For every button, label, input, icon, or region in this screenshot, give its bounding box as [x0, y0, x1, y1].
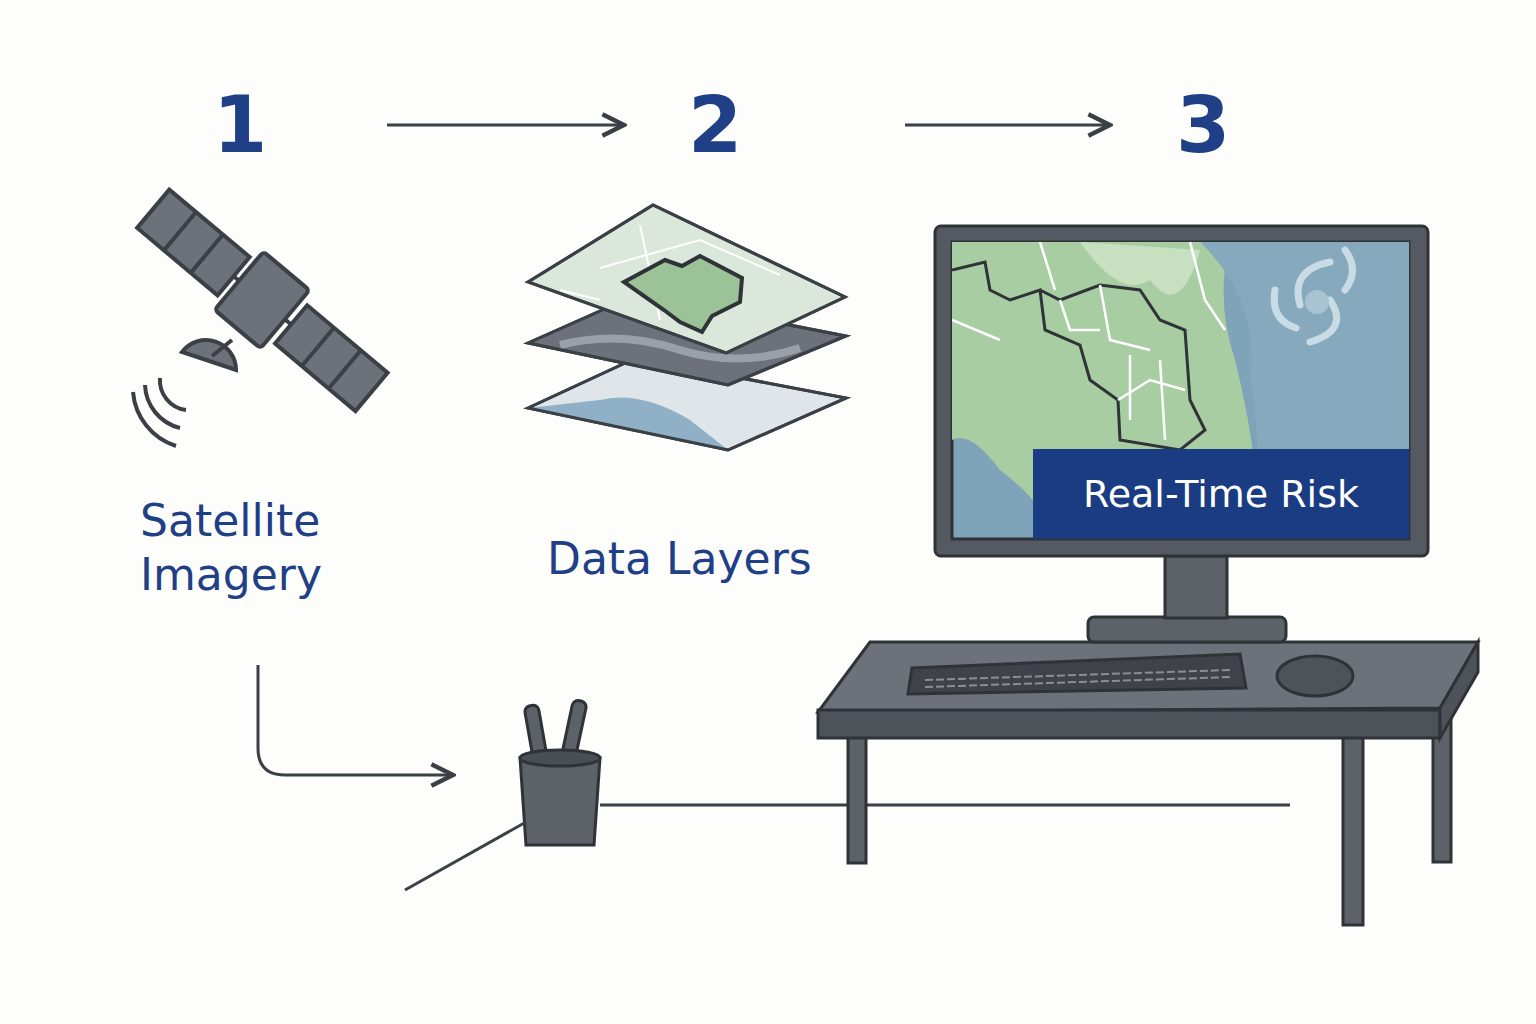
banner-text: Real-Time Risk — [1083, 472, 1359, 516]
pen-cup-icon — [520, 699, 600, 845]
step-label: Data Layers — [547, 532, 867, 586]
desk-icon — [818, 642, 1478, 925]
wire-line — [600, 804, 1290, 807]
data-layers-icon — [528, 205, 846, 450]
step-number: 1 — [213, 78, 267, 173]
step-label: Satellite Imagery — [140, 494, 370, 601]
step-arrow — [905, 124, 1110, 127]
wire-line — [405, 822, 526, 890]
flow-line — [258, 665, 453, 775]
monitor-icon — [935, 226, 1428, 642]
step-number: 3 — [1176, 78, 1230, 173]
step-number: 2 — [688, 78, 742, 173]
step-arrow — [387, 124, 624, 127]
satellite-icon — [129, 180, 396, 446]
risk-banner: Real-Time Risk — [1033, 449, 1409, 539]
